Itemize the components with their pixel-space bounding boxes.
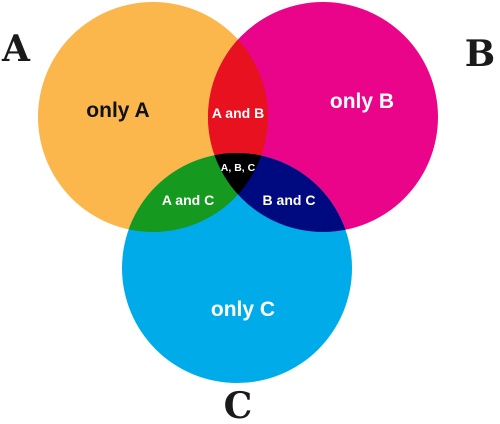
label-only-c: only C [211, 298, 275, 321]
set-label-a: A [1, 28, 31, 70]
set-label-c: C [224, 385, 253, 424]
label-a-and-c: A and C [162, 192, 214, 208]
label-a-b-c: A, B, C [221, 162, 256, 174]
region-a-and-c [122, 153, 268, 232]
label-only-b: only B [330, 90, 394, 113]
label-a-and-b: A and B [212, 105, 264, 121]
label-b-and-c: B and C [263, 192, 316, 208]
label-only-a: only A [86, 99, 149, 122]
set-label-b: B [465, 33, 495, 75]
region-b-and-c [208, 153, 352, 232]
